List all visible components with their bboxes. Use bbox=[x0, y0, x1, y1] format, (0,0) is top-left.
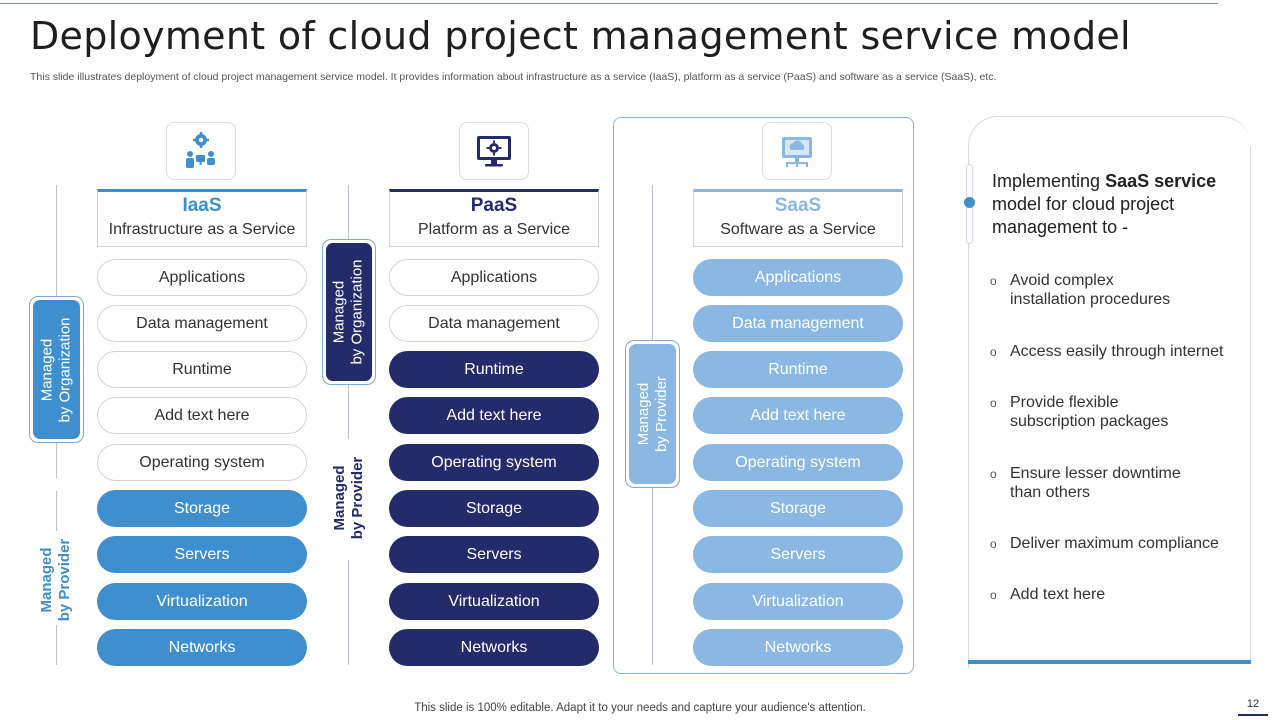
iaas-org-line-top bbox=[56, 185, 57, 297]
saas-provider-label-1: Managed bbox=[634, 382, 652, 446]
paas-layer-add-text: Add text here bbox=[389, 397, 599, 434]
saas-layer-applications: Applications bbox=[693, 259, 903, 296]
paas-layer-operating-system: Operating system bbox=[389, 444, 599, 481]
saas-provider-line-top bbox=[652, 185, 653, 341]
saas-layer-add-text: Add text here bbox=[693, 397, 903, 434]
iaas-header: IaaS Infrastructure as a Service bbox=[97, 189, 307, 247]
card-bullet-text: Access easily through internet bbox=[1010, 343, 1224, 360]
iaas-managed-by-provider-label: Managed by Provider bbox=[38, 530, 74, 630]
iaas-icon-box bbox=[166, 122, 236, 180]
paas-layer-applications: Applications bbox=[389, 259, 599, 296]
iaas-layer-runtime: Runtime bbox=[97, 351, 307, 388]
saas-provider-line-bottom bbox=[652, 487, 653, 665]
cloud-network-icon bbox=[782, 137, 812, 167]
card-right-border bbox=[1250, 146, 1251, 664]
iaas-layer-operating-system: Operating system bbox=[97, 444, 307, 481]
saas-provider-label-2: by Provider bbox=[652, 376, 670, 452]
iaas-layer-applications: Applications bbox=[97, 259, 307, 296]
paas-abbr: PaaS bbox=[470, 195, 518, 216]
saas-layer-storage: Storage bbox=[693, 490, 903, 527]
paas-layer-storage: Storage bbox=[389, 490, 599, 527]
paas-provider-line bbox=[348, 560, 349, 665]
saas-full-name: Software as a Service bbox=[720, 221, 876, 238]
paas-layer-data-management: Data management bbox=[389, 305, 599, 342]
iaas-org-label-1: Managed bbox=[38, 338, 56, 401]
saas-layer-servers: Servers bbox=[693, 536, 903, 573]
paas-provider-label-2: by Provider bbox=[349, 456, 366, 540]
card-intro-text: Implementing SaaS service model for clou… bbox=[992, 170, 1222, 239]
iaas-provider-label-2: by Provider bbox=[56, 538, 73, 622]
paas-layer-networks: Networks bbox=[389, 629, 599, 666]
paas-org-line-bottom bbox=[348, 384, 349, 439]
card-intro-bold: SaaS service bbox=[1105, 171, 1217, 191]
saas-managed-by-provider-badge: Managed by Provider bbox=[625, 340, 680, 488]
paas-managed-by-provider-label: Managed by Provider bbox=[331, 448, 367, 548]
paas-managed-by-org-badge: Managed by Organization bbox=[322, 239, 376, 385]
iaas-org-line-bottom bbox=[56, 443, 57, 478]
page-number-underline bbox=[1238, 714, 1268, 716]
page-number: 12 bbox=[1246, 698, 1260, 710]
saas-layer-data-management: Data management bbox=[693, 305, 903, 342]
monitor-gear-icon bbox=[477, 136, 511, 167]
paas-org-label-2: by Organization bbox=[349, 259, 366, 365]
iaas-managed-by-org-badge: Managed by Organization bbox=[29, 296, 84, 443]
card-side-dot bbox=[964, 197, 975, 208]
card-intro-post: model for cloud project management to - bbox=[992, 194, 1175, 237]
page-subtitle: This slide illustrates deployment of clo… bbox=[30, 71, 997, 83]
saas-icon-box bbox=[762, 122, 832, 180]
saas-layer-virtualization: Virtualization bbox=[693, 583, 903, 620]
iaas-layer-storage: Storage bbox=[97, 490, 307, 527]
iaas-layer-servers: Servers bbox=[97, 536, 307, 573]
iaas-provider-label-1: Managed bbox=[38, 547, 55, 613]
top-rule bbox=[0, 3, 1218, 4]
iaas-layer-add-text: Add text here bbox=[97, 397, 307, 434]
iaas-provider-line-top bbox=[56, 491, 57, 531]
saas-benefits-card bbox=[968, 116, 1251, 668]
iaas-full-name: Infrastructure as a Service bbox=[108, 221, 296, 238]
card-bullet-text: Add text here bbox=[1010, 586, 1106, 603]
card-bullet-text: Ensure lesser downtime than others bbox=[1010, 465, 1181, 501]
card-bullet-text: Avoid complex installation procedures bbox=[1010, 272, 1171, 308]
iaas-layer-virtualization: Virtualization bbox=[97, 583, 307, 620]
card-bullet-text: Provide flexible subscription packages bbox=[1010, 394, 1169, 430]
iaas-provider-line-bottom bbox=[56, 625, 57, 665]
card-bottom-accent bbox=[968, 660, 1251, 664]
iaas-abbr: IaaS bbox=[182, 195, 222, 216]
paas-layer-runtime: Runtime bbox=[389, 351, 599, 388]
paas-org-line-top bbox=[348, 185, 349, 240]
footer-note: This slide is 100% editable. Adapt it to… bbox=[414, 702, 866, 714]
saas-layer-networks: Networks bbox=[693, 629, 903, 666]
paas-full-name: Platform as a Service bbox=[417, 221, 571, 238]
paas-header: PaaS Platform as a Service bbox=[389, 189, 599, 247]
saas-layer-runtime: Runtime bbox=[693, 351, 903, 388]
iaas-layer-networks: Networks bbox=[97, 629, 307, 666]
paas-layer-servers: Servers bbox=[389, 536, 599, 573]
paas-provider-label-1: Managed bbox=[331, 465, 348, 531]
paas-layer-virtualization: Virtualization bbox=[389, 583, 599, 620]
people-gear-icon bbox=[186, 132, 215, 168]
saas-abbr: SaaS bbox=[774, 195, 822, 216]
page-title: Deployment of cloud project management s… bbox=[30, 14, 1131, 58]
card-intro-pre: Implementing bbox=[992, 171, 1106, 191]
saas-header: SaaS Software as a Service bbox=[693, 189, 903, 247]
paas-icon-box bbox=[459, 122, 529, 180]
saas-layer-operating-system: Operating system bbox=[693, 444, 903, 481]
saas-highlight-frame bbox=[613, 117, 914, 674]
card-bullet-text: Deliver maximum compliance bbox=[1010, 535, 1219, 552]
iaas-layer-data-management: Data management bbox=[97, 305, 307, 342]
paas-org-label-1: Managed bbox=[331, 280, 348, 344]
iaas-org-label-2: by Organization bbox=[56, 316, 74, 423]
